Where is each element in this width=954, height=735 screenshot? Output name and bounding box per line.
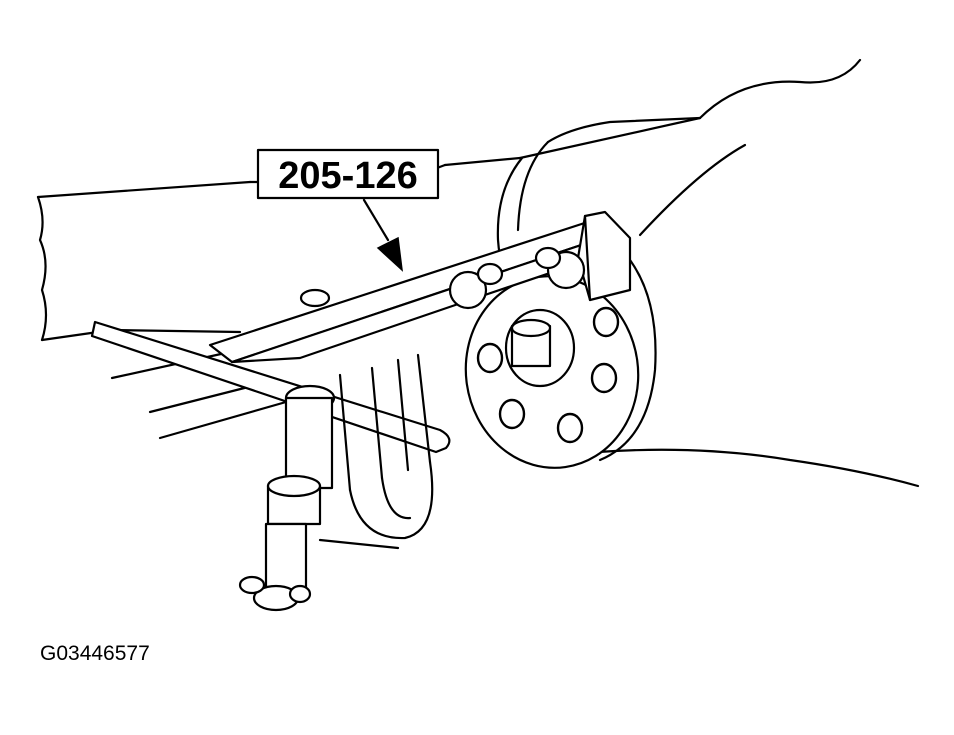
leader-line (362, 198, 390, 242)
bar-stud-left (448, 270, 488, 310)
callout-205-126: 205-126 (248, 148, 447, 272)
callout-label: 205-126 (278, 155, 417, 197)
tool-handle (90, 320, 451, 454)
axle-housing (36, 116, 702, 440)
stud-hole-3 (556, 412, 584, 444)
stud-hole-1 (592, 306, 620, 338)
figure-id: G03446577 (40, 642, 150, 665)
stud-hole-5 (476, 342, 504, 374)
callout-box (256, 148, 440, 200)
stud-hole-2 (590, 362, 618, 394)
u-bracket (318, 353, 434, 550)
leader-arrowhead (376, 236, 403, 272)
clamp-screw (238, 384, 336, 612)
stud-hole-4 (498, 398, 526, 430)
holding-tool-bar (208, 210, 632, 364)
wheel-hub (464, 246, 657, 469)
